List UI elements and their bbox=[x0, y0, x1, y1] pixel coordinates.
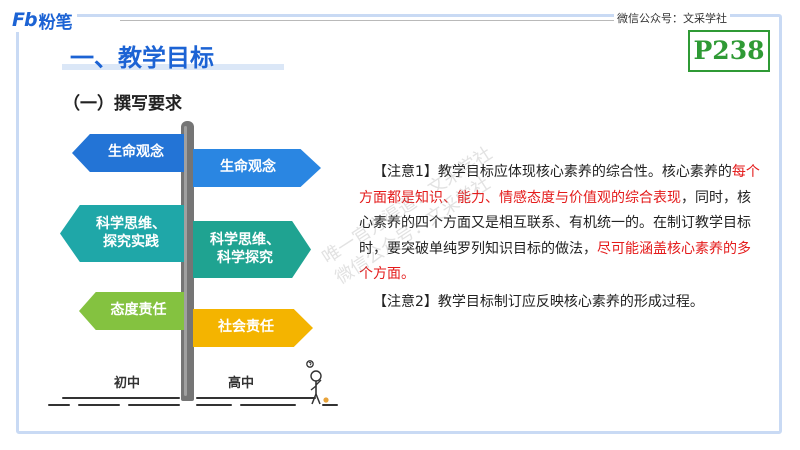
sign-text: 社会责任 bbox=[218, 319, 274, 336]
sign-senior-life-concept: 生命观念 bbox=[193, 149, 321, 187]
sign-text-line1: 科学思维、 bbox=[210, 232, 280, 248]
ground-dash bbox=[240, 404, 296, 406]
sign-senior-social-responsibility: 社会责任 bbox=[193, 309, 313, 347]
wechat-account: 微信公众号：文采学社 bbox=[614, 10, 730, 26]
note-1-text-a: 【注意1】教学目标应体现核心素养的综合性。核心素养的 bbox=[373, 164, 732, 180]
level-label-senior: 高中 bbox=[228, 376, 255, 391]
ground-dash bbox=[128, 404, 180, 406]
sign-text: 生命观念 bbox=[220, 159, 276, 176]
header-divider bbox=[120, 20, 668, 21]
slide-subtitle: （一）撰写要求 bbox=[63, 94, 182, 114]
sign-senior-scientific-thinking: 科学思维、 科学探究 bbox=[193, 221, 311, 278]
title-underline bbox=[62, 64, 284, 70]
sign-text-line2: 科学探究 bbox=[217, 249, 273, 266]
ground-dash bbox=[196, 397, 316, 399]
note-2: 【注意2】教学目标制订应反映核心素养的形成过程。 bbox=[373, 293, 704, 310]
sign-junior-scientific-thinking: 科学思维、 探究实践 bbox=[60, 205, 184, 262]
level-label-junior: 初中 bbox=[114, 376, 141, 391]
slide-frame bbox=[16, 14, 782, 434]
sign-junior-attitude-responsibility: 态度责任 bbox=[79, 292, 184, 330]
notes-text-block: 【注意1】教学目标应体现核心素养的综合性。核心素养的每个方面都是知识、能力、情感… bbox=[359, 160, 761, 315]
ground-dash bbox=[48, 404, 70, 406]
sign-junior-life-concept: 生命观念 bbox=[72, 134, 184, 172]
thinking-person-icon bbox=[306, 360, 329, 405]
page-number-badge: P238 bbox=[688, 30, 770, 72]
ground-dash bbox=[62, 397, 180, 399]
slide-title: 一、教学目标 bbox=[70, 44, 214, 72]
note-1-highlight-a: 每个方面都是知识、能力、情感态度与价值观的综合表现 bbox=[359, 164, 760, 206]
sign-text-line2: 探究实践 bbox=[103, 233, 159, 250]
fenbi-logo: Fb 粉笔 bbox=[8, 8, 77, 33]
sign-text: 生命观念 bbox=[108, 144, 164, 161]
sign-text: 态度责任 bbox=[110, 302, 167, 319]
logo-mark: Fb bbox=[12, 9, 38, 31]
note-1-text-b: ，同时，核心素养的四个方面又是相互联系、有机统一的。在制订教学目标时，要突破单纯… bbox=[359, 189, 751, 257]
sign-text-line1: 科学思维、 bbox=[96, 216, 166, 232]
ground-dash bbox=[196, 404, 232, 406]
note-1-highlight-b: 尽可能涵盖核心素养的多个方面。 bbox=[359, 240, 751, 283]
ground-dash bbox=[78, 404, 120, 406]
note-1: 【注意1】教学目标应体现核心素养的综合性。核心素养的每个方面都是知识、能力、情感… bbox=[359, 160, 761, 288]
ground-dash bbox=[322, 404, 338, 406]
signpost-pole-highlight bbox=[184, 126, 187, 396]
logo-name: 粉笔 bbox=[38, 12, 73, 33]
